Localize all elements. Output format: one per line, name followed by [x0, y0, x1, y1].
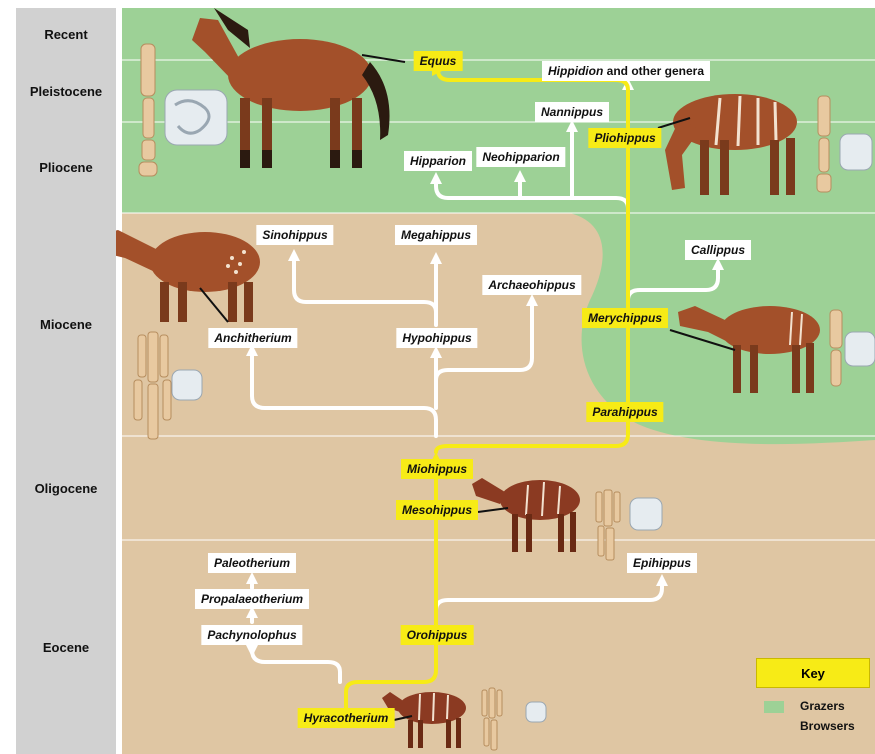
genus-pachynolophus: Pachynolophus	[201, 625, 303, 645]
genus-hipparion: Hipparion	[404, 151, 472, 171]
legend-label-grazers: Grazers	[800, 699, 845, 713]
genus-anchitherium: Anchitherium	[208, 328, 298, 348]
genus-pliohippus: Pliohippus	[588, 128, 662, 148]
genus-miohippus: Miohippus	[401, 459, 473, 479]
genus-neohipparion: Neohipparion	[476, 147, 566, 167]
merychippus-tooth	[844, 331, 875, 367]
genus-equus: Equus	[413, 51, 463, 71]
genus-orohippus: Orohippus	[400, 625, 474, 645]
legend: Key Grazers Browsers	[752, 656, 870, 746]
merychippus-illustration	[669, 306, 820, 393]
pliohippus-foot-bones	[816, 95, 832, 193]
genus-mesohippus: Mesohippus	[395, 500, 479, 520]
epoch-eocene: Eocene	[42, 639, 90, 655]
genus-hippidion: Hippidion and other genera	[541, 61, 711, 81]
equus-tooth	[164, 89, 228, 146]
epoch-pleistocene: Pleistocene	[29, 83, 103, 99]
pliohippus-illustration	[657, 94, 797, 195]
merychippus-foot-bones	[829, 309, 843, 387]
epoch-oligocene: Oligocene	[34, 480, 98, 496]
legend-swatch-grazers	[764, 701, 784, 713]
mesohippus-foot-bones	[595, 489, 621, 561]
mesohippus-illustration	[472, 478, 580, 552]
hyracotherium-foot-bones	[481, 687, 503, 751]
genus-hyracotherium: Hyracotherium	[297, 708, 395, 728]
genus-hippidion-suffix: and other genera	[606, 64, 705, 78]
epoch-separators	[16, 59, 875, 541]
hyracotherium-tooth	[525, 701, 547, 723]
equus-foot-bones	[138, 43, 158, 177]
genus-propalaeotherium: Propalaeotherium	[194, 589, 310, 609]
anchitherium-tooth	[171, 369, 203, 401]
epoch-column	[16, 8, 116, 754]
mesohippus-tooth	[629, 497, 663, 531]
epoch-recent: Recent	[44, 26, 88, 42]
genus-archaeohippus: Archaeohippus	[482, 275, 582, 295]
pliohippus-tooth	[839, 133, 873, 171]
genus-megahippus: Megahippus	[394, 225, 478, 245]
genus-paleotherium: Paleotherium	[207, 553, 297, 573]
main-lineage	[344, 64, 630, 720]
genus-sinohippus: Sinohippus	[256, 225, 334, 245]
hyracotherium-illustration	[382, 692, 466, 748]
genus-hippidion-name: Hippidion	[547, 64, 604, 78]
legend-label-browsers: Browsers	[800, 719, 855, 733]
epoch-pliocene: Pliocene	[39, 160, 93, 175]
genus-callippus: Callippus	[684, 240, 752, 260]
legend-title: Key	[756, 658, 870, 688]
anchitherium-foot-bones	[133, 331, 172, 440]
genus-epihippus: Epihippus	[627, 553, 697, 573]
genus-hypohippus: Hypohippus	[396, 328, 478, 348]
genus-parahippus: Parahippus	[586, 402, 664, 422]
equus-illustration	[192, 8, 406, 168]
genus-nannippus: Nannippus	[535, 102, 609, 122]
genus-merychippus: Merychippus	[581, 308, 669, 328]
epoch-miocene: Miocene	[39, 317, 92, 332]
legend-swatch-browsers	[764, 721, 784, 733]
